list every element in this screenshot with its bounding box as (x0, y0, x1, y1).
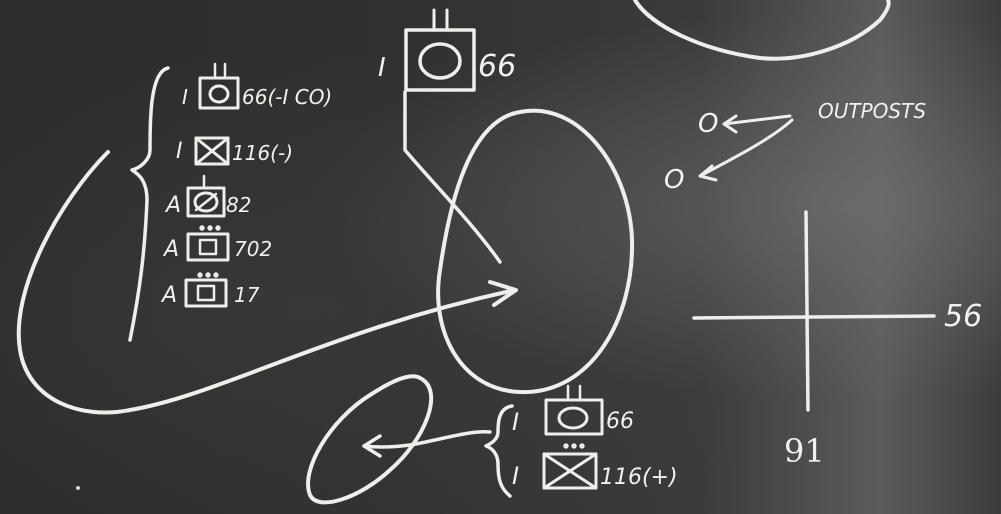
top-cloud-outline (635, 0, 889, 59)
left-list-prefix-1: I (182, 85, 188, 109)
grid-reference: 56 91 (694, 212, 982, 470)
left-list-prefix-5: A (160, 283, 177, 308)
grid-label-horizontal: 56 (944, 299, 982, 334)
left-unit-list: I 66(-I CO) I 116(-) A 82 A (160, 64, 332, 308)
left-list-label-2: 116(-) (232, 141, 293, 165)
top-unit-symbol: I 66 (378, 10, 516, 90)
chalk-dot (76, 486, 80, 490)
bottom-unit-list: I 66 I 116(+) (512, 386, 678, 490)
left-list-prefix-4: A (162, 237, 179, 262)
outpost-mark-2: O (664, 165, 684, 195)
bottom-arrow (364, 432, 490, 447)
central-objective-oval (438, 111, 632, 392)
outposts-group: O O OUTPOSTS (664, 99, 926, 195)
left-list-label-4: 702 (234, 237, 272, 261)
grid-label-vertical: 91 (784, 432, 825, 470)
left-list-prefix-2: I (176, 139, 183, 164)
outpost-mark-1: O (698, 109, 718, 139)
outposts-label: OUTPOSTS (818, 99, 926, 123)
left-list-label-3: 82 (226, 193, 251, 217)
bottom-brace (486, 406, 512, 496)
bottom-list-label-2: 116(+) (600, 465, 678, 490)
bottom-list-prefix-2: I (512, 462, 519, 490)
top-unit-number: 66 (478, 49, 516, 84)
bottom-list-prefix-1: I (512, 408, 519, 436)
bottom-objective-oval (308, 376, 431, 502)
top-unit-echelon: I (378, 53, 386, 83)
left-list-prefix-3: A (164, 193, 181, 218)
left-list-label-5: 17 (234, 283, 260, 307)
left-list-label-1: 66(-I CO) (242, 85, 332, 109)
bottom-list-label-1: 66 (606, 409, 634, 434)
top-unit-arrow-line (405, 92, 500, 262)
